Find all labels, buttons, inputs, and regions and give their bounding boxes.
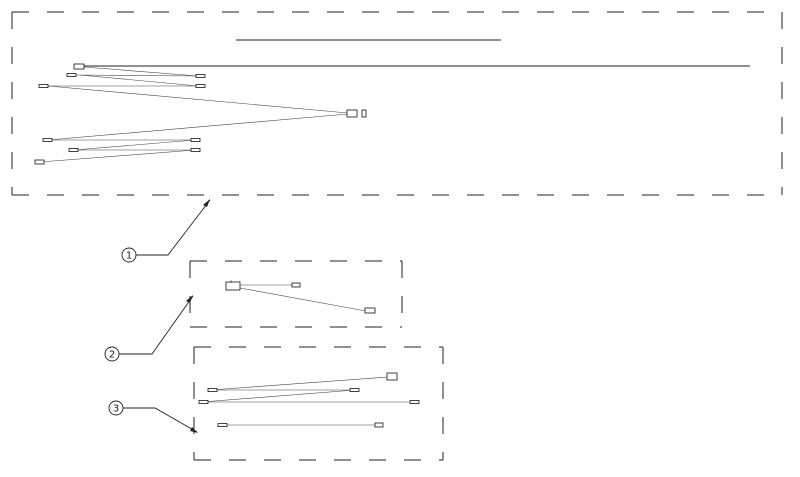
terminal (217, 423, 228, 427)
group-1-connectors (34, 63, 367, 165)
arrowhead-icon (190, 427, 198, 433)
callout-1: 1 (121, 199, 211, 263)
terminal (38, 84, 49, 88)
callout-1-leader (136, 199, 211, 256)
group-3-connectors (198, 372, 420, 428)
harness-group-1 (11, 11, 783, 196)
callout-2-circle (104, 346, 120, 362)
terminal (198, 400, 209, 404)
terminal (190, 138, 201, 142)
callout-3-circle (108, 400, 124, 416)
ring-terminal (291, 282, 301, 288)
callout-1-circle (121, 247, 137, 263)
terminal (68, 148, 79, 152)
callout-3-leader (123, 407, 198, 433)
connector-block (346, 109, 358, 118)
ring-terminal (34, 159, 45, 165)
connector-block (225, 281, 241, 291)
connector-plug (73, 63, 85, 70)
callout-1-label: 1 (126, 251, 132, 262)
callout-2-leader (119, 295, 194, 355)
terminal (195, 84, 206, 88)
arrowhead-icon (203, 199, 210, 207)
callout-3-label: 3 (113, 404, 119, 415)
group-3-frame (193, 346, 444, 461)
connector-plug (386, 372, 398, 381)
ring-terminal (374, 422, 384, 428)
harness-group-3 (193, 346, 444, 461)
terminal (66, 73, 77, 77)
terminal (409, 400, 420, 404)
terminal (42, 138, 53, 142)
group-2-frame (189, 260, 403, 328)
group-2-wires (235, 284, 367, 312)
terminal (190, 148, 201, 152)
connector-block (361, 109, 367, 118)
terminal (349, 388, 360, 392)
group-1-wires (39, 66, 349, 163)
callout-3: 3 (108, 400, 198, 433)
arrowhead-icon (186, 295, 193, 303)
group-2-connectors (225, 280, 376, 314)
callout-2-label: 2 (109, 350, 115, 361)
connector-plug (364, 307, 376, 314)
terminal (207, 388, 218, 392)
group-1-frame (11, 11, 783, 196)
callout-2: 2 (104, 295, 194, 362)
terminal (195, 74, 206, 78)
harness-group-2 (189, 260, 403, 328)
group-3-wires (201, 376, 412, 426)
